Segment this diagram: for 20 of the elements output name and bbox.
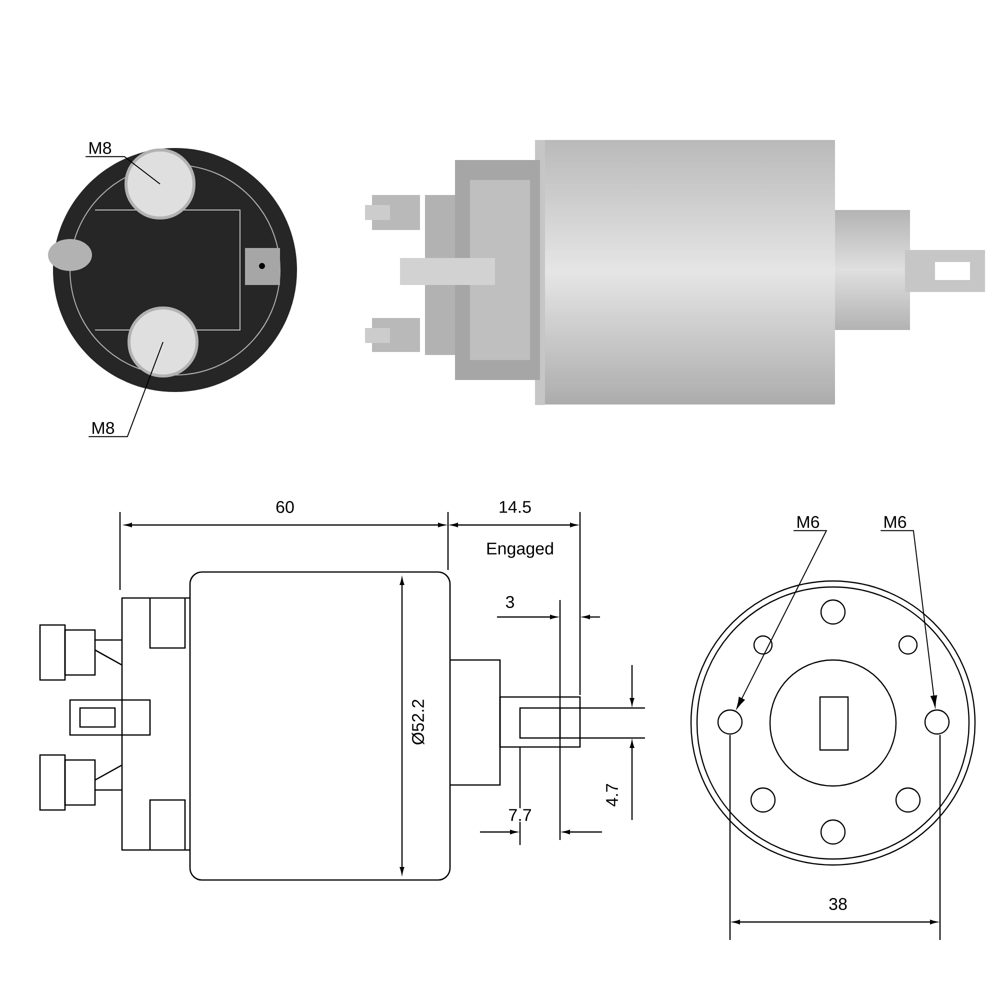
dimension-label: 3 (504, 594, 516, 610)
terminal-stud (128, 306, 198, 378)
dimension-label: 60 (274, 500, 296, 514)
thread-label: M8 (90, 142, 112, 154)
terminal-stud (124, 148, 196, 220)
dimension-label: 14.5 (497, 500, 533, 514)
dimension-label: 38 (828, 897, 848, 912)
mounting-hole (924, 709, 950, 735)
dimension-label: 4.7 (605, 782, 619, 808)
thread-label: M8 (92, 422, 114, 434)
leader-line (880, 530, 938, 707)
leader-line (736, 530, 828, 709)
leader-line (88, 342, 164, 438)
dimension-label: 7.7 (507, 808, 533, 822)
dimension-label: Ø52.2 (410, 698, 426, 746)
thread-label: M6 (884, 516, 906, 528)
dimension-label: Engaged (484, 541, 556, 559)
leader-line (85, 156, 160, 184)
thread-label: M6 (798, 516, 820, 528)
mounting-hole (717, 709, 743, 735)
